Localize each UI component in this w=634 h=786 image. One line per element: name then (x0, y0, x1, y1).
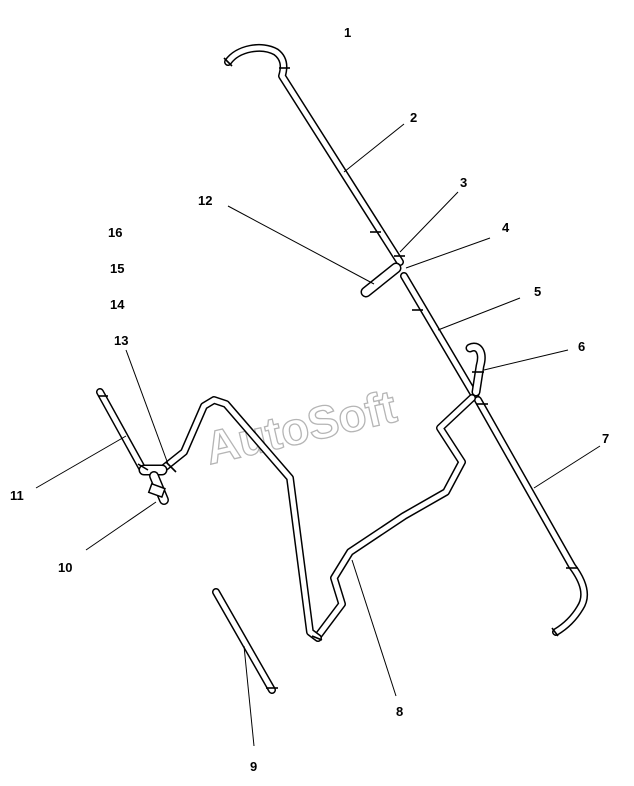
callout-5: 5 (534, 284, 541, 299)
leader-8 (351, 559, 397, 697)
leader-10 (85, 501, 157, 551)
leader-11 (35, 435, 127, 489)
pipe-stub-12 (360, 262, 402, 298)
callout-14: 14 (110, 297, 125, 312)
pipe-branch-elbow (465, 342, 486, 397)
callout-6: 6 (578, 339, 585, 354)
leader-3 (399, 191, 459, 253)
hose-clamps (98, 57, 578, 689)
leader-lines (35, 123, 601, 747)
callout-8: 8 (396, 704, 403, 719)
pipe-lower-right (474, 396, 589, 636)
connector-fitting (138, 464, 169, 505)
pipe-left-vertical (96, 388, 146, 472)
callout-11: 11 (10, 488, 24, 503)
callout-2: 2 (410, 110, 417, 125)
callout-15: 15 (110, 261, 124, 276)
pipe-left-loop (160, 396, 322, 642)
leader-9 (243, 645, 255, 747)
callout-16: 16 (108, 225, 122, 240)
leader-12 (227, 205, 375, 285)
pipe-middle (400, 272, 480, 402)
leader-7 (533, 445, 601, 489)
callout-12: 12 (198, 193, 212, 208)
callout-1: 1 (344, 25, 351, 40)
leader-4 (405, 237, 491, 269)
leader-2 (343, 123, 405, 173)
pipe-long-return (314, 394, 476, 640)
callout-3: 3 (460, 175, 467, 190)
pipe-upper (224, 43, 404, 266)
callout-9: 9 (250, 759, 257, 774)
pipe-short-bottom (212, 588, 276, 694)
callout-13: 13 (114, 333, 128, 348)
watermark: AutoSoft (200, 380, 401, 474)
leader-5 (437, 297, 521, 331)
callout-7: 7 (602, 431, 609, 446)
leader-13 (125, 349, 169, 465)
leader-6 (483, 349, 569, 371)
callout-10: 10 (58, 560, 72, 575)
callout-4: 4 (502, 220, 510, 235)
callout-labels: 1 2 3 4 5 6 7 8 9 10 11 12 13 14 15 16 (10, 25, 609, 774)
